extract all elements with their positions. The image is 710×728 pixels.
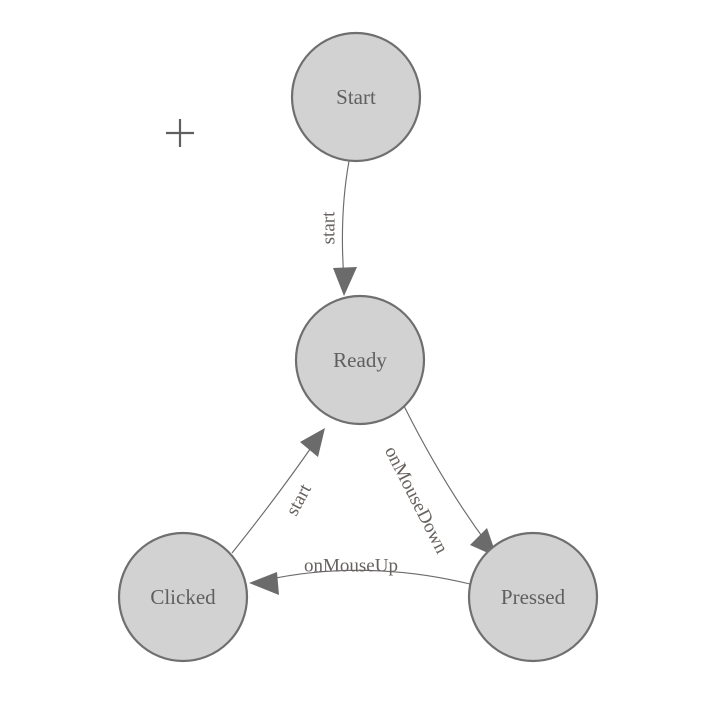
edge-pressed-to-clicked[interactable]: onMouseUp <box>249 556 471 596</box>
state-node-pressed-circle <box>467 531 599 663</box>
edge-clicked-to-ready[interactable]: start <box>231 428 325 554</box>
state-node-clicked-circle <box>117 531 249 663</box>
state-node-ready-circle <box>294 294 426 426</box>
state-node-ready[interactable]: Ready <box>294 294 426 426</box>
edge-clicked-to-ready-label: start <box>282 480 316 519</box>
state-node-start-circle <box>290 31 422 163</box>
state-node-clicked-label: Clicked <box>150 585 216 609</box>
edge-start-to-ready[interactable]: start <box>319 160 358 296</box>
edge-clicked-to-ready-arrowhead <box>300 428 325 457</box>
state-node-pressed-label: Pressed <box>501 585 566 609</box>
edge-pressed-to-clicked-line <box>265 569 471 585</box>
edge-start-to-ready-label: start <box>319 211 340 244</box>
state-node-start-label: Start <box>336 85 376 109</box>
edge-ready-to-pressed-line <box>403 405 490 547</box>
crosshair-icon[interactable] <box>166 119 194 147</box>
state-node-clicked[interactable]: Clicked <box>117 531 249 663</box>
edge-pressed-to-clicked-label: onMouseUp <box>304 556 398 577</box>
edge-ready-to-pressed-label: onMouseDown <box>380 443 452 557</box>
state-node-pressed[interactable]: Pressed <box>467 531 599 663</box>
state-node-ready-label: Ready <box>333 348 387 372</box>
state-node-start[interactable]: Start <box>290 31 422 163</box>
edge-pressed-to-clicked-arrowhead <box>249 572 279 595</box>
edge-start-to-ready-line <box>341 160 350 281</box>
edge-start-to-ready-arrowhead <box>333 267 357 296</box>
edge-clicked-to-ready-line <box>231 441 316 554</box>
edge-ready-to-pressed[interactable]: onMouseDown <box>380 405 497 557</box>
